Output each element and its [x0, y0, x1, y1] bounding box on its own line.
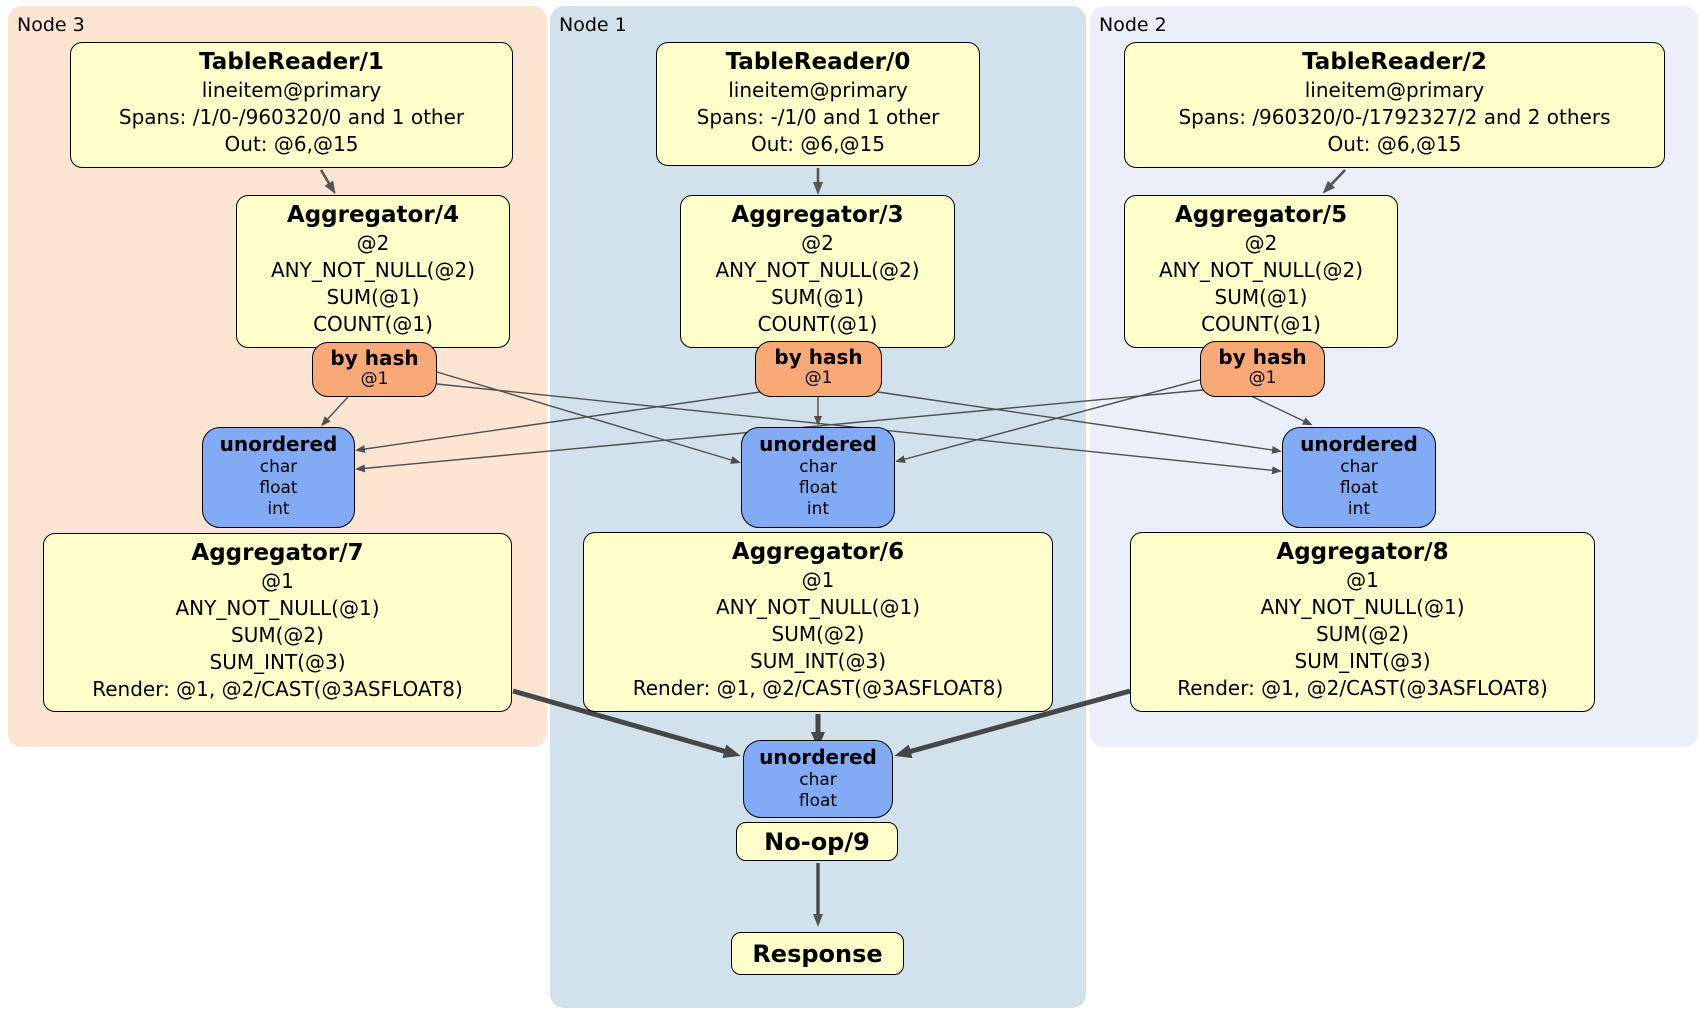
processor-detail-line: ANY_NOT_NULL(@1) — [1260, 595, 1465, 619]
router-key: @1 — [804, 368, 833, 388]
hash-router-node3: by hash @1 — [312, 342, 437, 397]
processor-detail-line: SUM(@1) — [326, 285, 420, 309]
processor-detail-line: SUM(@2) — [771, 622, 865, 646]
processor-detail-line: ANY_NOT_NULL(@2) — [1159, 258, 1363, 282]
hash-router-node1: by hash @1 — [755, 341, 882, 397]
router-title: by hash — [774, 345, 863, 369]
processor-title: Aggregator/7 — [191, 540, 364, 566]
processor-aggregator-6: Aggregator/6 @1 ANY_NOT_NULL(@1) SUM(@2)… — [583, 532, 1053, 712]
processor-tablereader-1: TableReader/1 lineitem@primary Spans: /1… — [70, 42, 513, 168]
processor-detail-line: SUM(@1) — [1214, 285, 1308, 309]
panel-label-node-3: Node 3 — [17, 14, 85, 36]
processor-title: Aggregator/6 — [731, 539, 905, 565]
processor-detail-line: lineitem@primary — [1304, 78, 1485, 102]
processor-tablereader-0: TableReader/0 lineitem@primary Spans: -/… — [656, 42, 980, 166]
processor-title: TableReader/0 — [725, 49, 911, 75]
processor-tablereader-2: TableReader/2 lineitem@primary Spans: /9… — [1124, 42, 1665, 168]
router-key: @1 — [1248, 368, 1277, 388]
sync-stream: float — [1339, 478, 1379, 498]
processor-aggregator-4: Aggregator/4 @2 ANY_NOT_NULL(@2) SUM(@1)… — [236, 195, 510, 348]
processor-title: Response — [752, 939, 883, 968]
processor-title: TableReader/2 — [1302, 49, 1487, 75]
sync-unordered-final: unordered char float — [743, 740, 893, 818]
sync-stream: char — [799, 457, 837, 477]
processor-detail-line: ANY_NOT_NULL(@2) — [715, 258, 920, 282]
panel-label-node-2: Node 2 — [1099, 14, 1167, 36]
processor-detail-line: Spans: /1/0-/960320/0 and 1 other — [118, 105, 465, 129]
processor-detail-line: ANY_NOT_NULL(@1) — [716, 595, 920, 619]
processor-title: Aggregator/5 — [1174, 202, 1348, 228]
processor-detail-line: ANY_NOT_NULL(@2) — [271, 258, 475, 282]
processor-title: Aggregator/4 — [286, 202, 460, 228]
sync-stream: int — [806, 499, 830, 519]
processor-detail-line: SUM_INT(@3) — [1294, 649, 1431, 673]
router-title: by hash — [330, 346, 419, 370]
sync-stream: int — [1347, 499, 1371, 519]
sync-stream: char — [1340, 457, 1378, 477]
sync-unordered-node1: unordered char float int — [741, 427, 895, 528]
sync-title: unordered — [1300, 432, 1418, 456]
processor-detail-line: Spans: -/1/0 and 1 other — [696, 105, 940, 129]
sync-stream: int — [267, 499, 290, 519]
processor-detail-line: SUM(@2) — [231, 623, 324, 647]
processor-title: Aggregator/3 — [731, 202, 904, 228]
sync-title: unordered — [759, 745, 877, 769]
processor-detail-line: Render: @1, @2/CAST(@3ASFLOAT8) — [632, 676, 1004, 700]
processor-detail-line: Out: @6,@15 — [751, 132, 885, 156]
processor-title: No-op/9 — [764, 827, 870, 856]
sync-unordered-node3: unordered char float int — [202, 427, 355, 528]
processor-detail-line: SUM(@1) — [771, 285, 864, 309]
processor-detail-line: @2 — [1244, 231, 1278, 255]
processor-detail-line: Render: @1, @2/CAST(@3ASFLOAT8) — [1177, 676, 1548, 700]
sync-stream: float — [798, 791, 838, 811]
processor-noop-9: No-op/9 — [736, 822, 898, 861]
router-key: @1 — [360, 369, 389, 389]
processor-detail-line: SUM_INT(@3) — [750, 649, 886, 673]
processor-response: Response — [731, 932, 904, 975]
processor-detail-line: SUM_INT(@3) — [209, 650, 346, 674]
processor-detail-line: SUM(@2) — [1316, 622, 1409, 646]
sync-title: unordered — [219, 432, 338, 456]
processor-detail-line: @2 — [356, 231, 390, 255]
processor-detail-line: @1 — [1346, 568, 1379, 592]
sync-unordered-node2: unordered char float int — [1282, 427, 1436, 528]
processor-detail-line: Out: @6,@15 — [224, 132, 359, 156]
processor-detail-line: @1 — [801, 568, 835, 592]
processor-detail-line: lineitem@primary — [728, 78, 908, 102]
processor-detail-line: @1 — [261, 569, 294, 593]
processor-title: TableReader/1 — [199, 49, 384, 75]
processor-detail-line: COUNT(@1) — [313, 312, 433, 336]
processor-title: Aggregator/8 — [1276, 539, 1449, 565]
processor-detail-line: COUNT(@1) — [1201, 312, 1321, 336]
sync-stream: float — [798, 478, 838, 498]
processor-detail-line: COUNT(@1) — [757, 312, 878, 336]
sync-stream: char — [799, 770, 837, 790]
processor-detail-line: Render: @1, @2/CAST(@3ASFLOAT8) — [92, 677, 463, 701]
panel-label-node-1: Node 1 — [559, 14, 627, 36]
sync-stream: char — [259, 457, 298, 477]
hash-router-node2: by hash @1 — [1200, 341, 1325, 397]
processor-detail-line: ANY_NOT_NULL(@1) — [175, 596, 380, 620]
router-title: by hash — [1218, 345, 1307, 369]
processor-detail-line: Out: @6,@15 — [1327, 132, 1462, 156]
sync-title: unordered — [759, 432, 877, 456]
processor-detail-line: @2 — [801, 231, 834, 255]
processor-aggregator-7: Aggregator/7 @1 ANY_NOT_NULL(@1) SUM(@2)… — [43, 533, 512, 712]
processor-aggregator-8: Aggregator/8 @1 ANY_NOT_NULL(@1) SUM(@2)… — [1130, 532, 1595, 712]
processor-detail-line: Spans: /960320/0-/1792327/2 and 2 others — [1178, 105, 1611, 129]
processor-aggregator-5: Aggregator/5 @2 ANY_NOT_NULL(@2) SUM(@1)… — [1124, 195, 1398, 348]
sync-stream: float — [259, 478, 298, 498]
processor-aggregator-3: Aggregator/3 @2 ANY_NOT_NULL(@2) SUM(@1)… — [680, 195, 955, 348]
processor-detail-line: lineitem@primary — [201, 78, 382, 102]
